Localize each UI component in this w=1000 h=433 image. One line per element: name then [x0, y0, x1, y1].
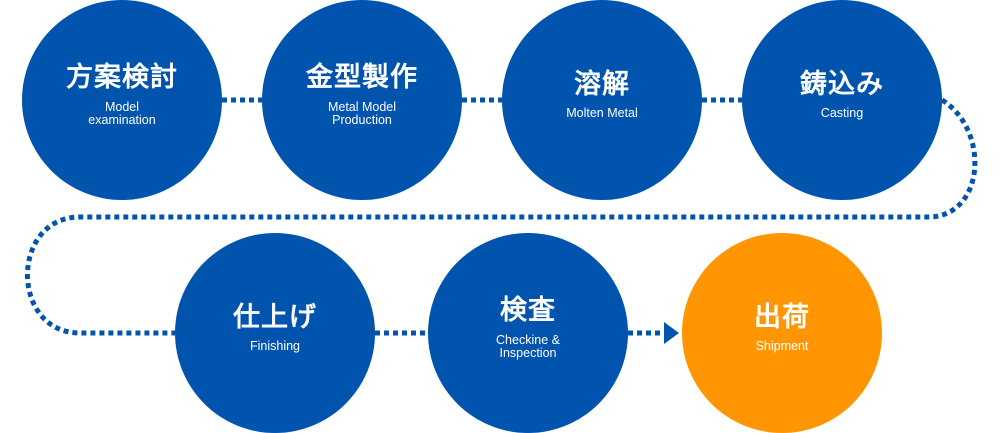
step-title-en: Shipment: [755, 339, 809, 354]
step-title-en: Casting: [820, 106, 864, 121]
step-casting: 鋳込み Casting: [742, 0, 942, 200]
step-title-jp: 溶解: [574, 68, 630, 100]
connector-4-5: [25, 97, 978, 336]
step-title-en: Molten Metal: [566, 106, 638, 121]
step-model-examination: 方案検討 Model examination: [22, 0, 222, 200]
step-title-en: Metal Model Production: [327, 99, 397, 127]
step-title-en: Finishing: [249, 339, 301, 354]
step-title-jp: 金型製作: [306, 62, 418, 94]
step-title-jp: 出荷: [754, 301, 810, 333]
step-title-jp: 方案検討: [66, 62, 178, 94]
step-inspection: 検査 Checkine & Inspection: [428, 233, 628, 433]
step-title-jp: 検査: [500, 295, 556, 327]
step-molten-metal: 溶解 Molten Metal: [502, 0, 702, 200]
arrow-right-icon: [664, 322, 679, 344]
step-metal-model-production: 金型製作 Metal Model Production: [262, 0, 462, 200]
step-title-jp: 仕上げ: [233, 301, 317, 333]
step-title-en: Checkine & Inspection: [496, 332, 560, 360]
step-title-jp: 鋳込み: [800, 68, 884, 100]
step-finishing: 仕上げ Finishing: [175, 233, 375, 433]
step-title-en: Model examination: [88, 99, 156, 127]
step-shipment: 出荷 Shipment: [682, 233, 882, 433]
